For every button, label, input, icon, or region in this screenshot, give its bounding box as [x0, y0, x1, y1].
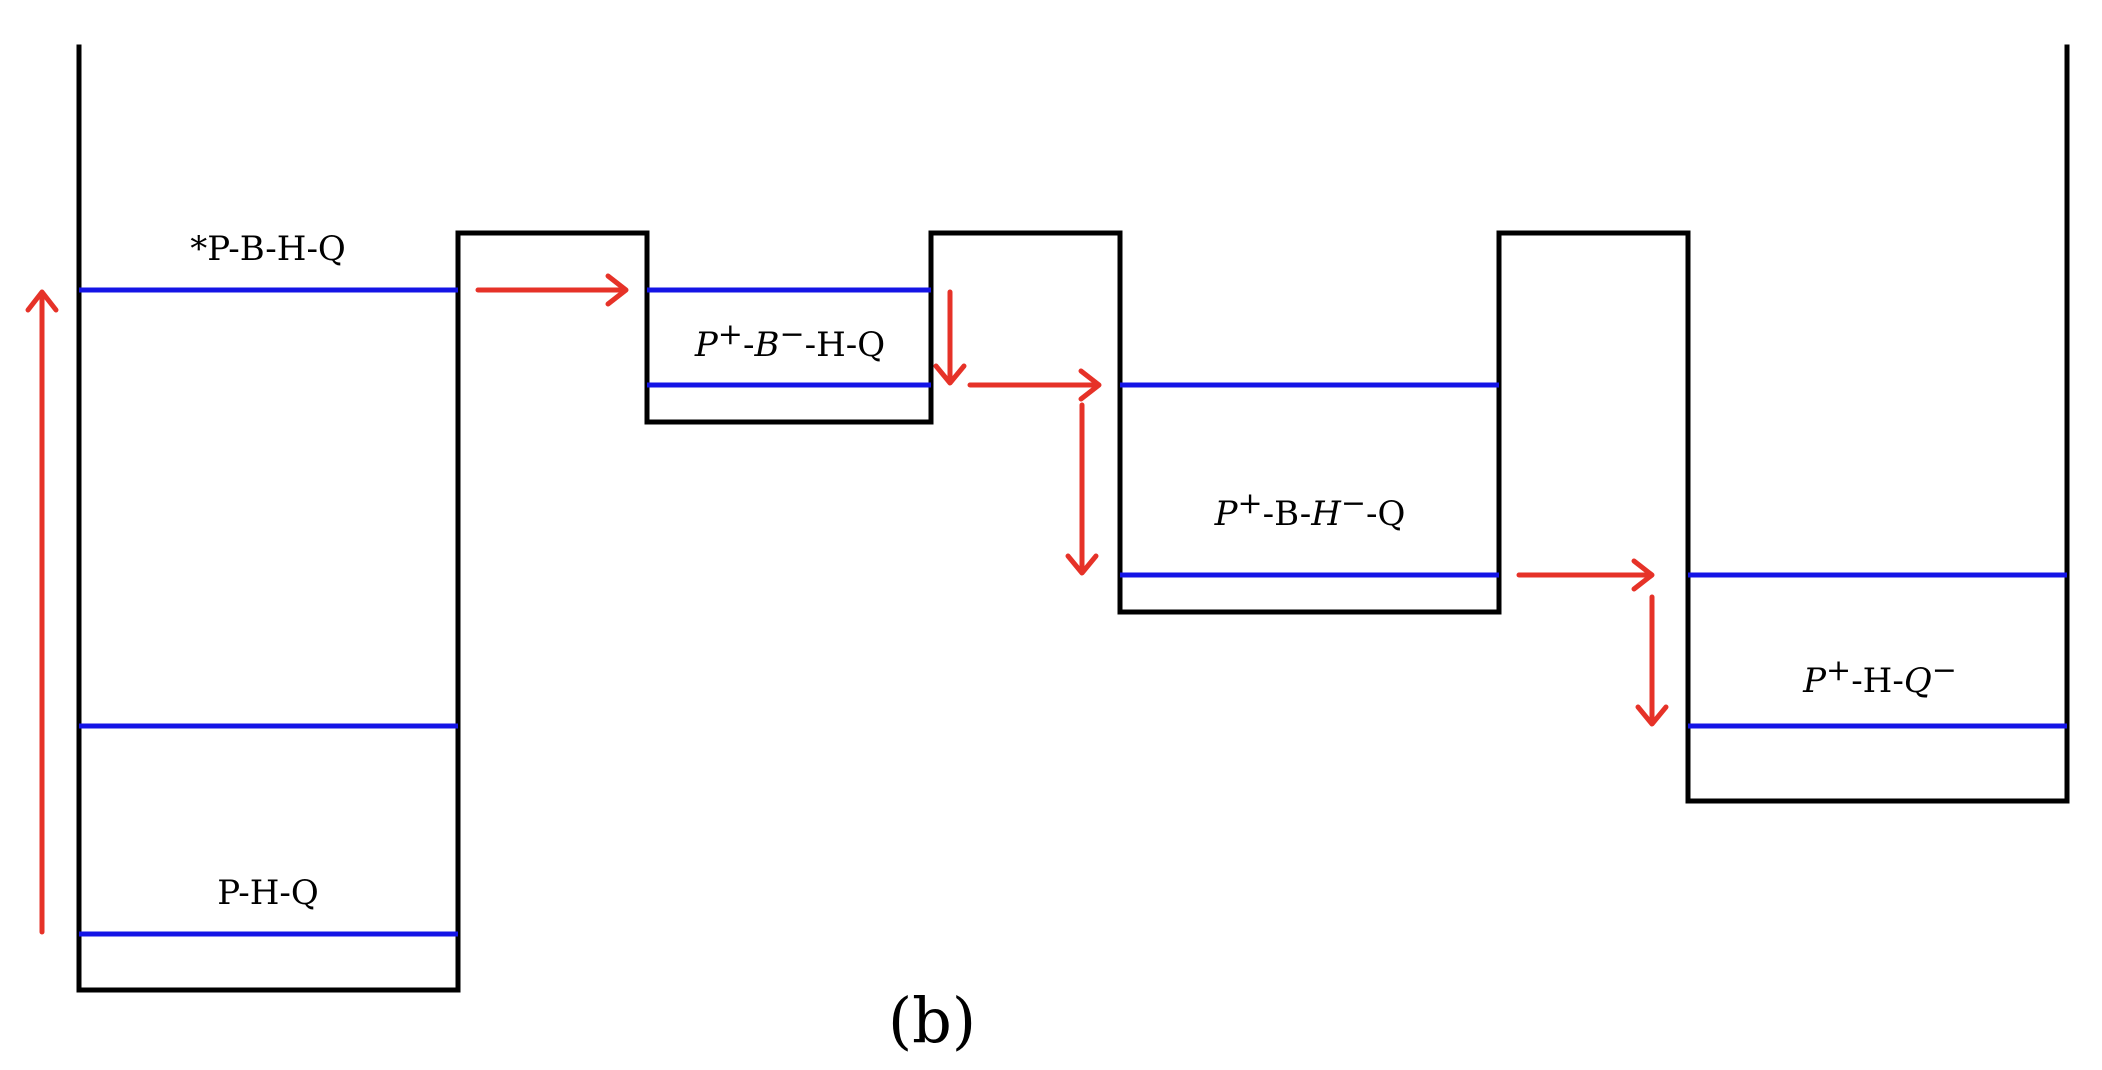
label-ground-state: P-H-Q: [217, 873, 319, 913]
relax-arrow-1: [933, 289, 967, 386]
figure-caption: (b): [888, 984, 976, 1057]
well-1-walls: [76, 44, 2070, 993]
excitation-arrow: [25, 289, 59, 935]
transfer-arrow-1: [475, 273, 629, 307]
label-pq-state: P+-H-Q−: [1802, 653, 1957, 701]
label-excited-state: *P-B-H-Q: [190, 229, 346, 269]
label-ph-state: P+-B-H−-Q: [1214, 486, 1406, 534]
transfer-arrow-2: [967, 368, 1102, 402]
relax-arrow-3: [1635, 594, 1669, 727]
transfer-arrow-3: [1516, 558, 1655, 592]
relax-arrow-2: [1065, 402, 1099, 576]
energy-levels: [79, 287, 2067, 937]
label-pb-state: P+-B−-H-Q: [694, 317, 885, 365]
transfer-arrows: [25, 273, 1669, 935]
well-walls: [76, 44, 2070, 993]
